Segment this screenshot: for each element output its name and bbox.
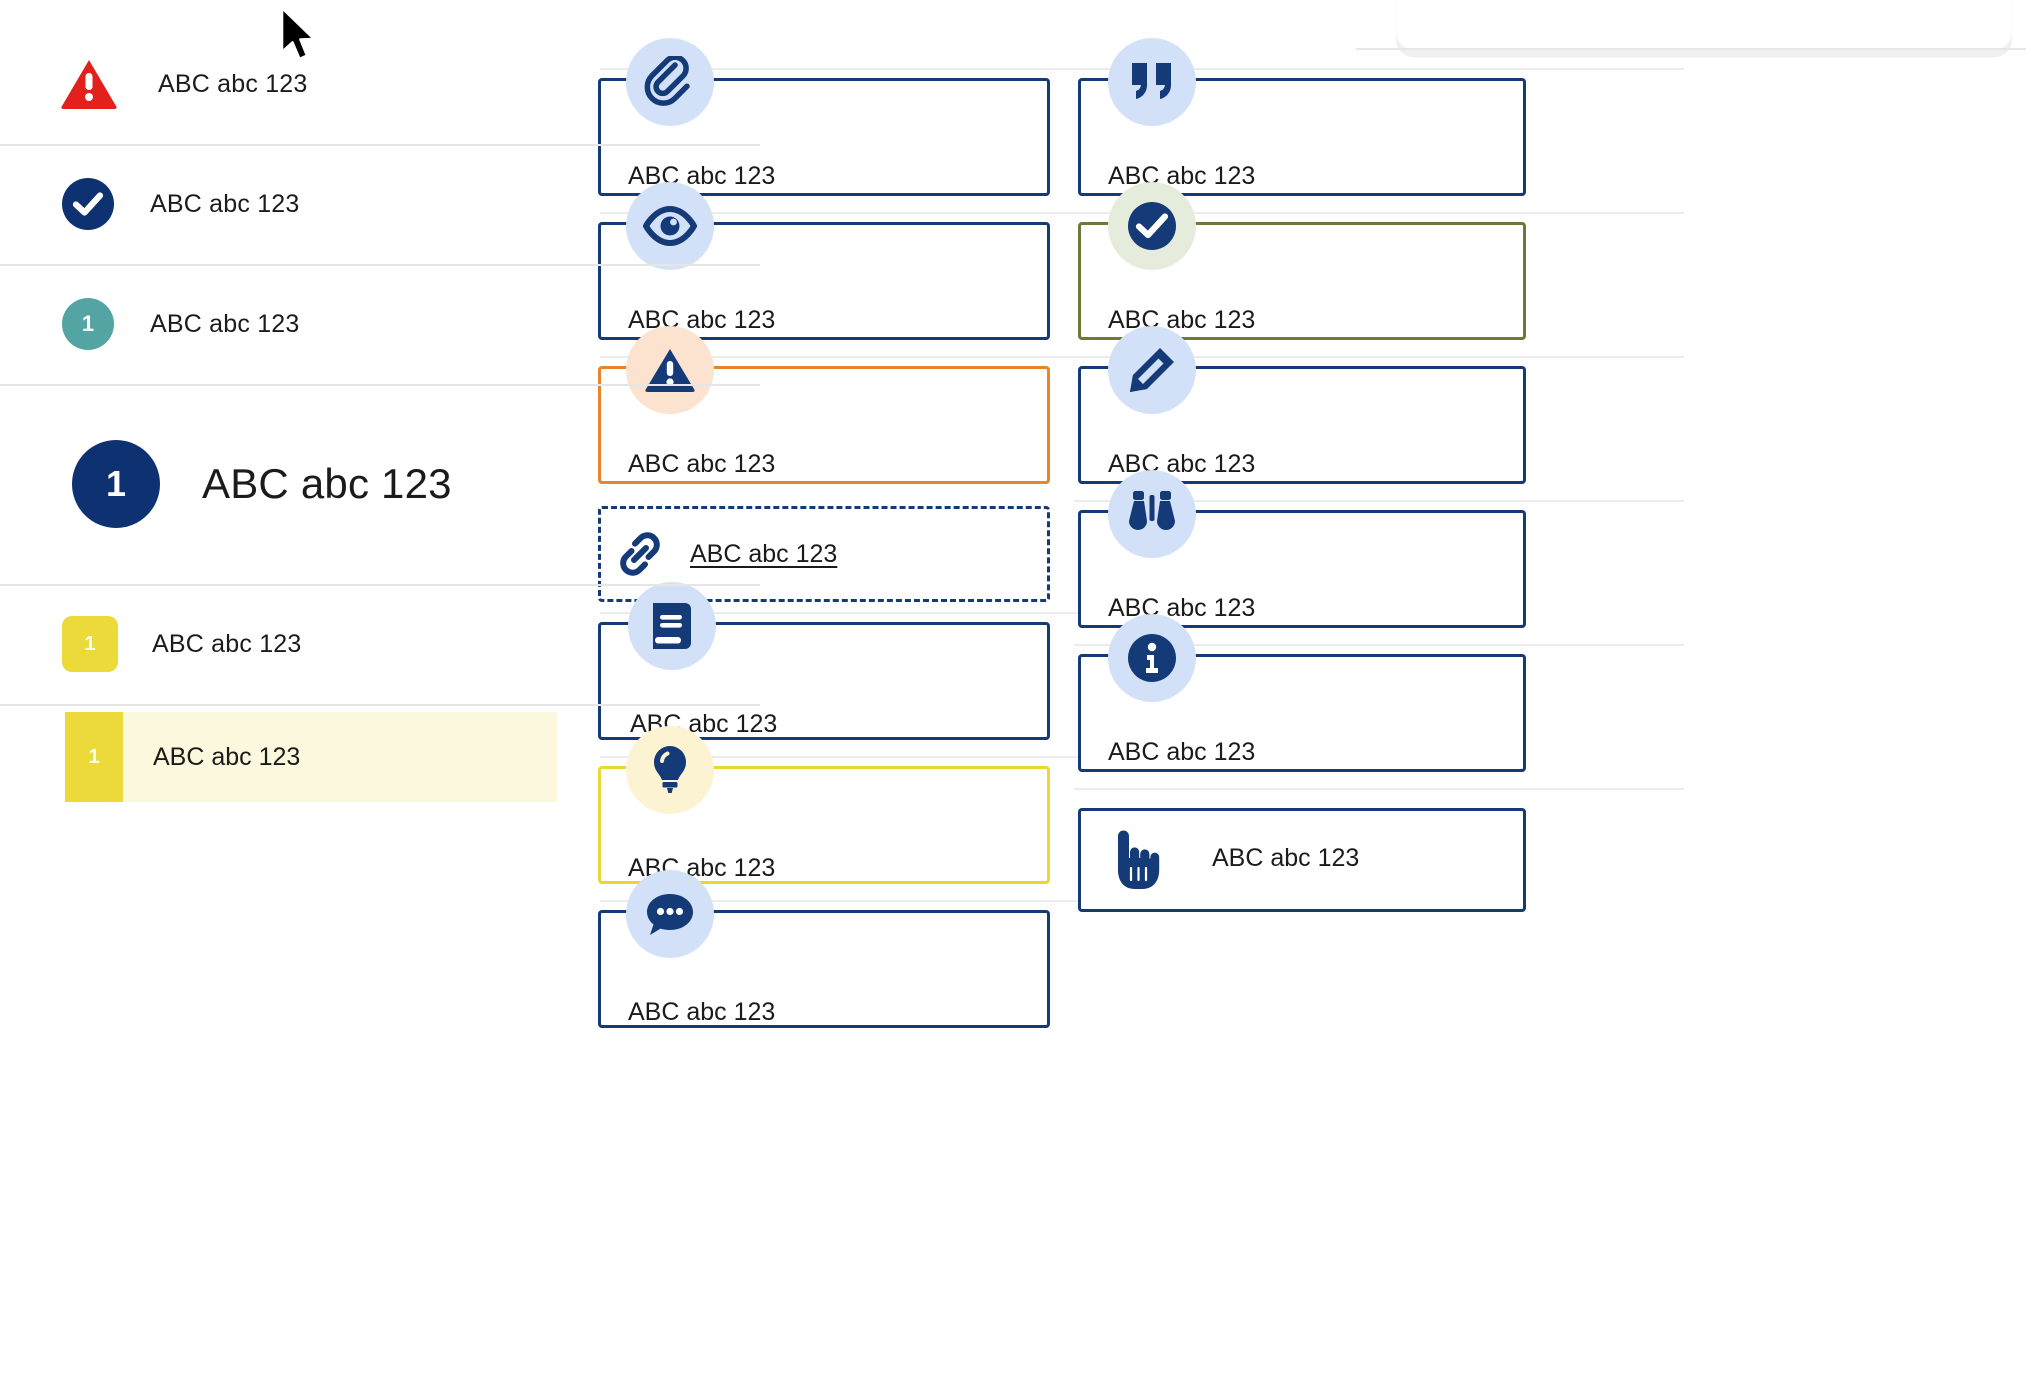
link-chain-icon <box>612 526 668 587</box>
number-badge-teal: 1 <box>62 298 114 350</box>
card-label: ABC abc 123 <box>628 998 776 1026</box>
number-badge-value: 1 <box>84 633 96 655</box>
list-item-label: ABC abc 123 <box>150 189 300 218</box>
list-item[interactable]: 1 ABC abc 123 <box>0 584 760 704</box>
list-item-label: ABC abc 123 <box>202 460 452 507</box>
list-item[interactable]: 1 ABC abc 123 <box>0 384 760 584</box>
card-divider <box>1074 68 1684 70</box>
card-divider <box>600 612 1200 614</box>
list-item-label: ABC abc 123 <box>153 742 301 771</box>
number-badge-value: 1 <box>88 746 100 768</box>
number-badge-yellow: 1 <box>62 616 118 672</box>
list-divider <box>0 384 760 386</box>
list-item-selected[interactable]: 1 ABC abc 123 <box>65 712 557 802</box>
pointing-hand-icon <box>1104 828 1162 897</box>
list-divider-row <box>0 704 760 706</box>
check-circle-icon <box>1108 182 1196 270</box>
pencil-icon <box>1108 326 1196 414</box>
card-divider <box>1074 788 1684 790</box>
lightbulb-icon <box>626 726 714 814</box>
binoculars-icon <box>1108 470 1196 558</box>
warning-triangle-icon <box>626 326 714 414</box>
number-badge-value: 1 <box>105 463 127 504</box>
number-badge-value: 1 <box>81 311 95 336</box>
list-divider <box>0 584 760 586</box>
card-divider <box>1074 212 1684 214</box>
card-divider <box>600 212 1200 214</box>
card-divider <box>600 900 1200 902</box>
card-divider <box>600 756 1200 758</box>
card-label: ABC abc 123 <box>1212 844 1360 872</box>
list-divider <box>0 704 760 706</box>
card-divider <box>1074 500 1684 502</box>
top-panel-sheet <box>1396 0 2012 50</box>
warning-triangle-icon <box>60 58 118 110</box>
info-circle-icon <box>1108 614 1196 702</box>
list-item-label: ABC abc 123 <box>158 69 308 98</box>
left-list-column: ABC abc 123 ABC abc 123 1 ABC abc 123 1 … <box>0 0 760 1392</box>
card-divider <box>1074 356 1684 358</box>
list-divider <box>0 144 760 146</box>
number-badge-navy-large: 1 <box>72 440 160 528</box>
check-circle-icon <box>62 178 114 230</box>
card-divider <box>600 68 1200 70</box>
comment-icon <box>626 870 714 958</box>
card-quote[interactable] <box>1078 78 1526 196</box>
card-label: ABC abc 123 <box>1108 738 1256 766</box>
list-item[interactable]: ABC abc 123 <box>0 24 760 144</box>
eye-icon <box>626 182 714 270</box>
quote-icon <box>1108 38 1196 126</box>
paperclip-icon <box>626 38 714 126</box>
mouse-cursor-icon <box>278 6 324 73</box>
list-item-label: ABC abc 123 <box>152 629 302 658</box>
top-panel-divider <box>1356 48 2026 50</box>
list-item-label: ABC abc 123 <box>150 309 300 338</box>
list-divider <box>0 264 760 266</box>
list-item[interactable]: 1 ABC abc 123 <box>0 264 760 384</box>
card-link-label[interactable]: ABC abc 123 <box>690 540 838 568</box>
book-icon <box>628 582 716 670</box>
number-badge-yellow-highlight: 1 <box>65 712 123 802</box>
list-item[interactable]: ABC abc 123 <box>0 144 760 264</box>
card-divider <box>600 356 1200 358</box>
card-divider <box>1074 644 1684 646</box>
card-label: ABC abc 123 <box>628 450 776 478</box>
